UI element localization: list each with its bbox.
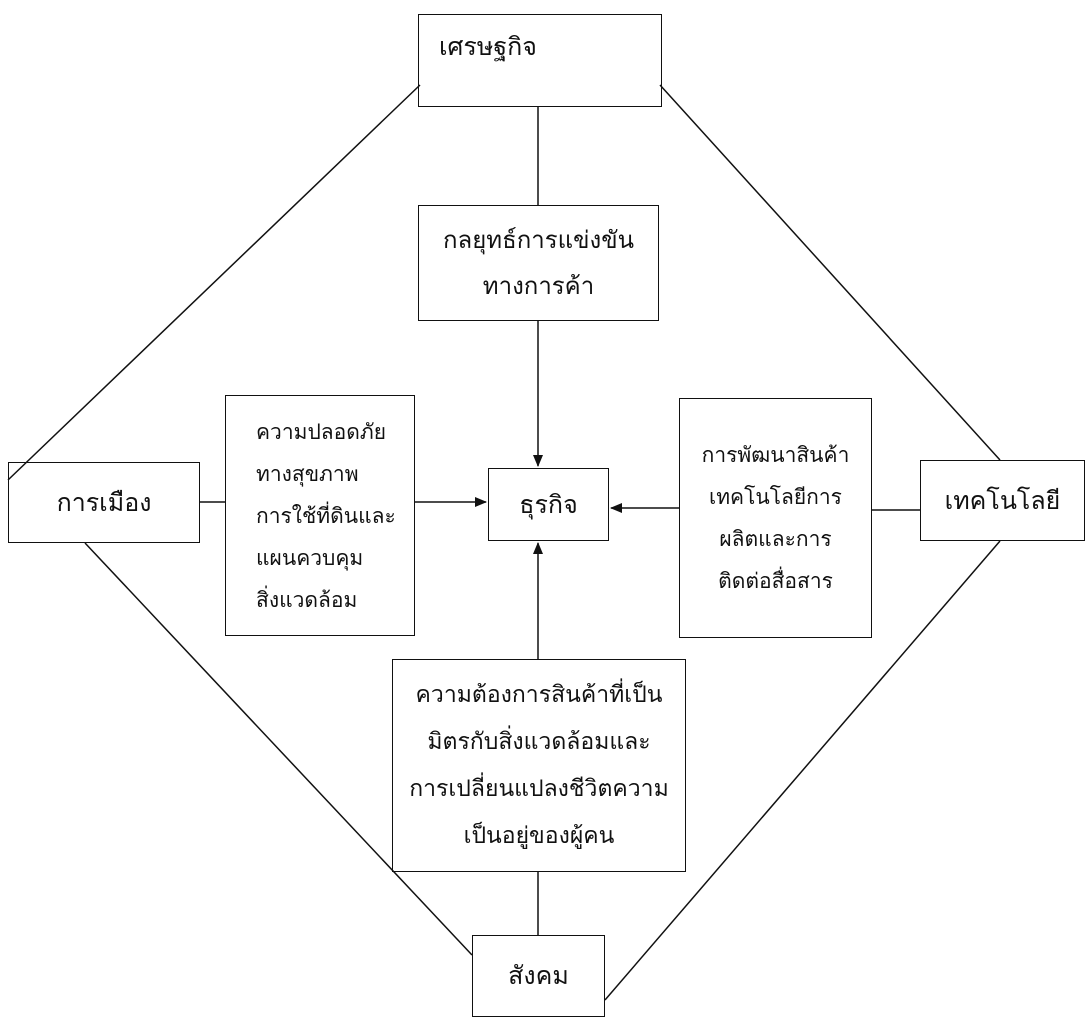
- node-techdev-line-2: เทคโนโลยีการ: [709, 485, 842, 509]
- node-strategy-line-1: กลยุทธ์การแข่งขัน: [442, 226, 635, 254]
- node-society-label: สังคม: [508, 961, 569, 990]
- edge-economy-politics: [7, 84, 421, 481]
- node-politics-label: การเมือง: [56, 487, 152, 517]
- node-safety-line-3: การใช้ที่ดินและ: [256, 503, 396, 528]
- node-techdev-line-1: การพัฒนาสินค้า: [701, 443, 850, 467]
- node-economy-label: เศรษฐกิจ: [439, 32, 537, 61]
- edge-politics-society: [84, 542, 473, 956]
- node-business-label: ธุรกิจ: [519, 489, 578, 519]
- node-safety-line-1: ความปลอดภัย: [256, 419, 387, 444]
- node-economy: เศรษฐกิจ: [418, 14, 662, 107]
- node-strategy-line-2: ทางการค้า: [482, 272, 595, 300]
- node-consumer-demand: ความต้องการสินค้าที่เป็น มิตรกับสิ่งแวดล…: [392, 659, 686, 872]
- node-safety-line-5: สิ่งแวดล้อม: [256, 587, 358, 612]
- node-product-development: การพัฒนาสินค้า เทคโนโลยีการ ผลิตและการ ต…: [679, 398, 872, 638]
- node-demand-line-3: การเปลี่ยนแปลงชีวิตความ: [409, 775, 669, 802]
- node-demand-line-1: ความต้องการสินค้าที่เป็น: [415, 681, 663, 708]
- node-techdev-line-4: ติดต่อสื่อสาร: [718, 569, 833, 593]
- edge-economy-technology: [659, 84, 1001, 461]
- node-demand-line-4: เป็นอยู่ของผู้คน: [463, 822, 615, 849]
- node-safety-line-2: ทางสุขภาพ: [256, 461, 359, 486]
- node-health-safety: ความปลอดภัย ทางสุขภาพ การใช้ที่ดินและ แผ…: [225, 395, 415, 636]
- node-technology: เทคโนโลยี: [920, 460, 1085, 541]
- node-demand-line-2: มิตรกับสิ่งแวดล้อมและ: [427, 728, 651, 755]
- node-safety-line-4: แผนควบคุม: [256, 545, 364, 570]
- node-business: ธุรกิจ: [488, 468, 609, 541]
- node-society: สังคม: [472, 935, 605, 1017]
- node-techdev-line-3: ผลิตและการ: [719, 527, 832, 551]
- node-technology-label: เทคโนโลยี: [944, 485, 1061, 515]
- node-strategy: กลยุทธ์การแข่งขัน ทางการค้า: [418, 205, 659, 321]
- edge-technology-society: [604, 540, 1001, 1001]
- node-politics: การเมือง: [8, 462, 200, 543]
